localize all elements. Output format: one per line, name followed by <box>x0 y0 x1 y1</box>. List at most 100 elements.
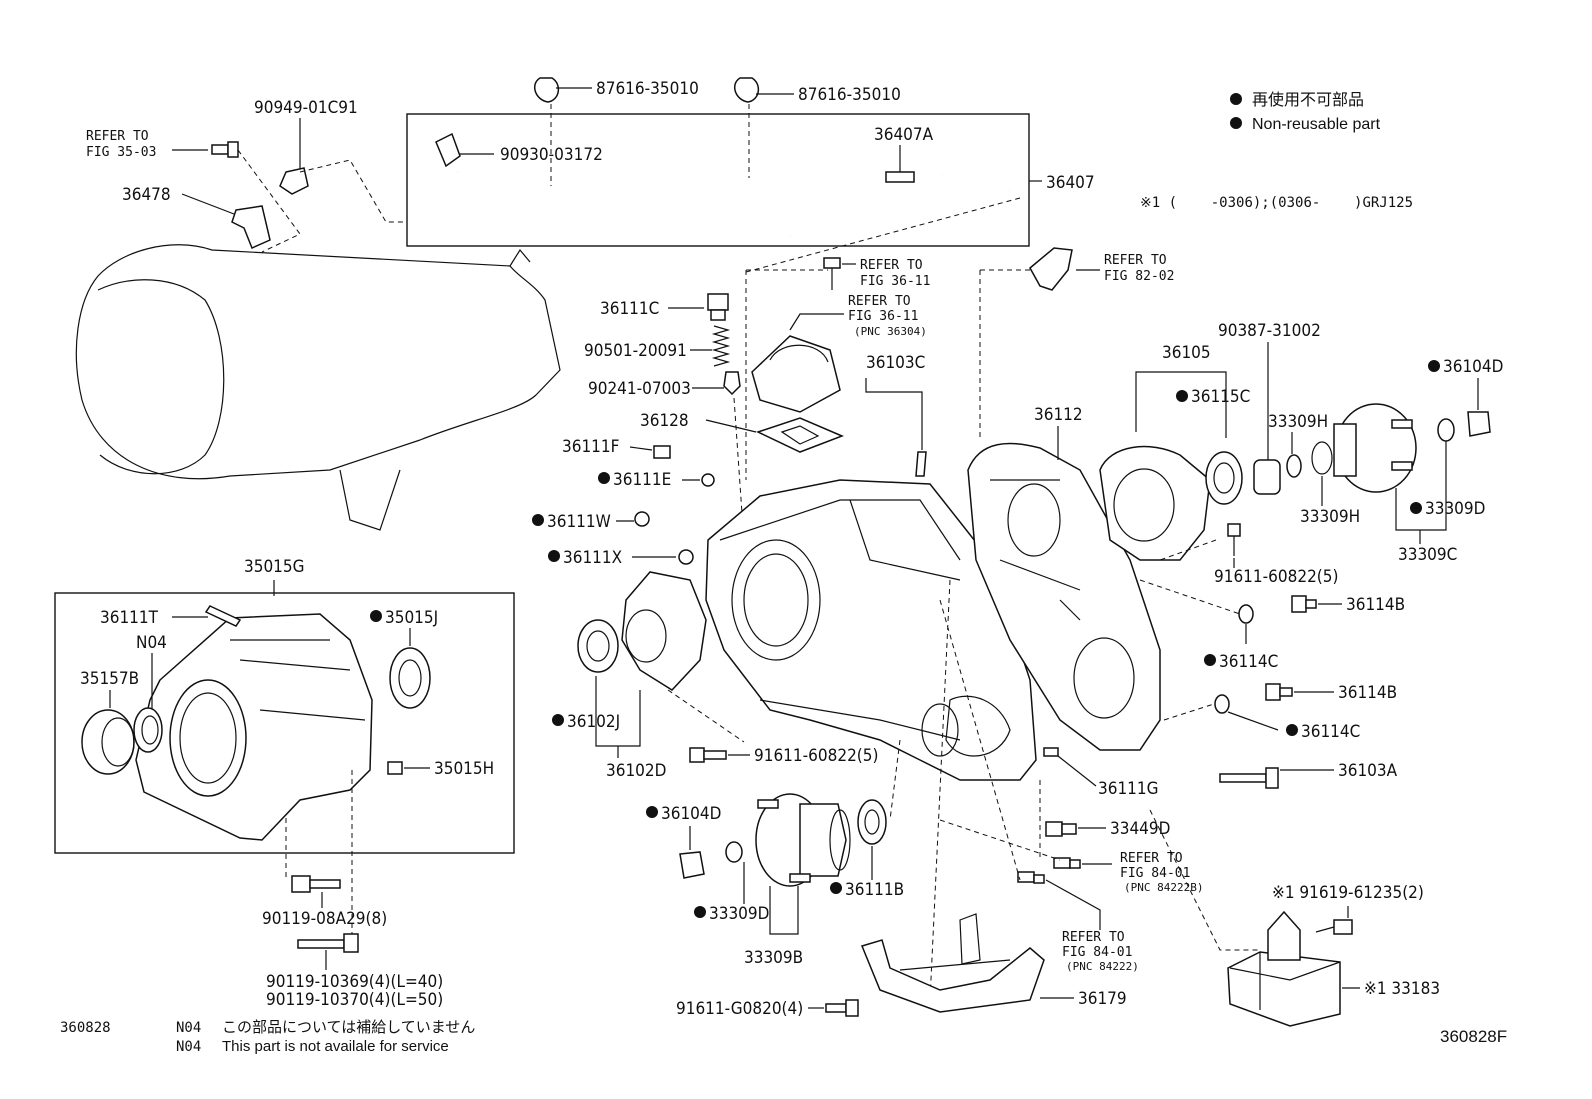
refer-fig-84-01b-line2: FIG 84-01 <box>1062 945 1132 960</box>
refer-fig-84-01a-line1: REFER TO <box>1120 851 1183 866</box>
bolt-refer-35-03 <box>211 141 239 158</box>
label-36102D: 36102D <box>606 761 666 781</box>
refer-fig-36-11c-line2: FIG 36-11 <box>848 309 918 324</box>
refer-fig-84-01a-line2: FIG 84-01 <box>1120 866 1190 881</box>
label-36114B-b: 36114B <box>1338 683 1397 703</box>
label-90930-03172: 90930-03172 <box>500 145 603 165</box>
label-36179: 36179 <box>1078 989 1127 1009</box>
label-36112: 36112 <box>1034 405 1083 425</box>
bolt-36114B-b <box>1265 683 1293 701</box>
n04-code-en: N04 <box>176 1039 201 1055</box>
transfer-case-rear-36112 <box>967 442 1161 751</box>
companion-flange-33309B <box>755 793 851 887</box>
non-reusable-dot-icon <box>1230 93 1242 105</box>
skid-bracket-36179 <box>860 913 1045 1013</box>
label-36111E: 36111E <box>613 470 671 490</box>
oil-seal-36102J <box>577 619 619 673</box>
nut-36104D-a <box>1467 411 1491 437</box>
legend-non-reusable-en: Non-reusable part <box>1252 116 1381 133</box>
cap-35157B <box>81 709 135 775</box>
bolt-36103A <box>1219 767 1279 789</box>
bolt-91611-G0820 <box>825 999 859 1017</box>
label-33449D: 33449D <box>1110 819 1170 839</box>
extension-housing-box <box>54 592 515 854</box>
cover-actuator <box>751 335 841 413</box>
n04-code-jp: N04 <box>176 1020 201 1036</box>
washer-33309D-a <box>1437 418 1455 442</box>
label-36103A: 36103A <box>1338 761 1398 781</box>
pin-36111T <box>204 605 242 627</box>
label-91611-60822-a: 91611-60822(5) <box>1214 567 1338 587</box>
non-reusable-dot-icon <box>1176 390 1188 402</box>
gasket-36111E <box>701 473 715 487</box>
extension-housing-35015G <box>135 613 373 841</box>
refer-fig-84-01b-line3: (PNC 84222) <box>1066 960 1139 973</box>
bearing-36115C <box>1205 451 1243 505</box>
refer-fig-36-11-line1: REFER TO <box>860 258 923 273</box>
label-33309B: 33309B <box>744 948 803 968</box>
washer-33309H-a <box>1286 454 1302 478</box>
label-35015H: 35015H <box>434 759 494 779</box>
figure-id: 360828F <box>1440 1027 1507 1046</box>
label-36111C: 36111C <box>600 299 659 319</box>
label-36105: 36105 <box>1162 343 1211 363</box>
refer-fig-36-11c-line1: REFER TO <box>848 294 911 309</box>
non-reusable-dot-icon <box>370 610 382 622</box>
label-90241-07003: 90241-07003 <box>588 379 691 399</box>
n04-note-en: This part is not availale for service <box>222 1038 449 1055</box>
bolt-refer-36-11 <box>823 257 841 290</box>
transfer-mount-33183 <box>1227 910 1341 1027</box>
plug-36111C <box>707 293 729 321</box>
non-reusable-dot-icon <box>1410 502 1422 514</box>
label-90949-01C91: 90949-01C91 <box>254 98 358 118</box>
oil-seal-36111B <box>857 799 887 845</box>
sensor-refer-84-01b <box>1017 871 1045 884</box>
label-91619-61235: ※1 91619-61235(2) <box>1272 883 1424 903</box>
gasket-36128 <box>755 417 844 453</box>
label-33183: ※1 33183 <box>1364 979 1440 999</box>
pin-36111G <box>1043 747 1059 757</box>
seal-N04 <box>133 707 163 753</box>
refer-fig-82-02-line2: FIG 82-02 <box>1104 269 1174 284</box>
label-N04: N04 <box>136 633 167 653</box>
label-90119-08A29: 90119-08A29(8) <box>262 909 387 929</box>
non-reusable-dot-icon <box>548 550 560 562</box>
label-91611-60822-b: 91611-60822(5) <box>754 746 878 766</box>
oil-pump-cover-36102D <box>621 571 707 691</box>
label-87616-35010-b: 87616-35010 <box>798 85 901 105</box>
label-87616-35010-a: 87616-35010 <box>596 79 699 99</box>
label-36103C: 36103C <box>866 353 925 373</box>
plug-35015H <box>387 761 403 775</box>
gasket-36111X <box>678 549 694 565</box>
washer-36114C-b <box>1214 694 1230 714</box>
ball-90241 <box>723 371 741 396</box>
hose-assembly-box <box>406 113 1030 247</box>
transmission-outline <box>75 244 561 480</box>
breather-hose <box>435 132 1011 238</box>
label-36114C-b: 36114C <box>1301 722 1360 742</box>
label-35015G: 35015G <box>244 557 305 577</box>
refer-fig-84-01b-line1: REFER TO <box>1062 930 1125 945</box>
label-36111G: 36111G <box>1098 779 1159 799</box>
label-33309D-a: 33309D <box>1425 499 1485 519</box>
bolt-33449D <box>1045 821 1077 837</box>
refer-fig-35-03-line2: FIG 35-03 <box>86 145 156 160</box>
refer-fig-84-01a-line3: (PNC 84222B) <box>1124 881 1203 894</box>
label-33309C: 33309C <box>1398 545 1457 565</box>
oil-seal-35015J <box>389 647 431 709</box>
bolt-90119-08A29 <box>291 875 341 893</box>
bracket-36478 <box>231 205 271 250</box>
diagram-code: 360828 <box>60 1020 111 1036</box>
non-reusable-dot-icon <box>532 514 544 526</box>
bushing-90387 <box>1253 459 1281 495</box>
hose-clip-a <box>533 77 560 103</box>
label-33309D-b: 33309D <box>709 904 769 924</box>
label-33309H-b: 33309H <box>1300 507 1360 527</box>
non-reusable-dot-icon <box>646 806 658 818</box>
refer-fig-36-11-line2: FIG 36-11 <box>860 274 930 289</box>
label-36407A: 36407A <box>874 125 934 145</box>
plug-36111F <box>653 445 671 459</box>
label-90387-31002: 90387-31002 <box>1218 321 1321 341</box>
label-36114B-a: 36114B <box>1346 595 1405 615</box>
